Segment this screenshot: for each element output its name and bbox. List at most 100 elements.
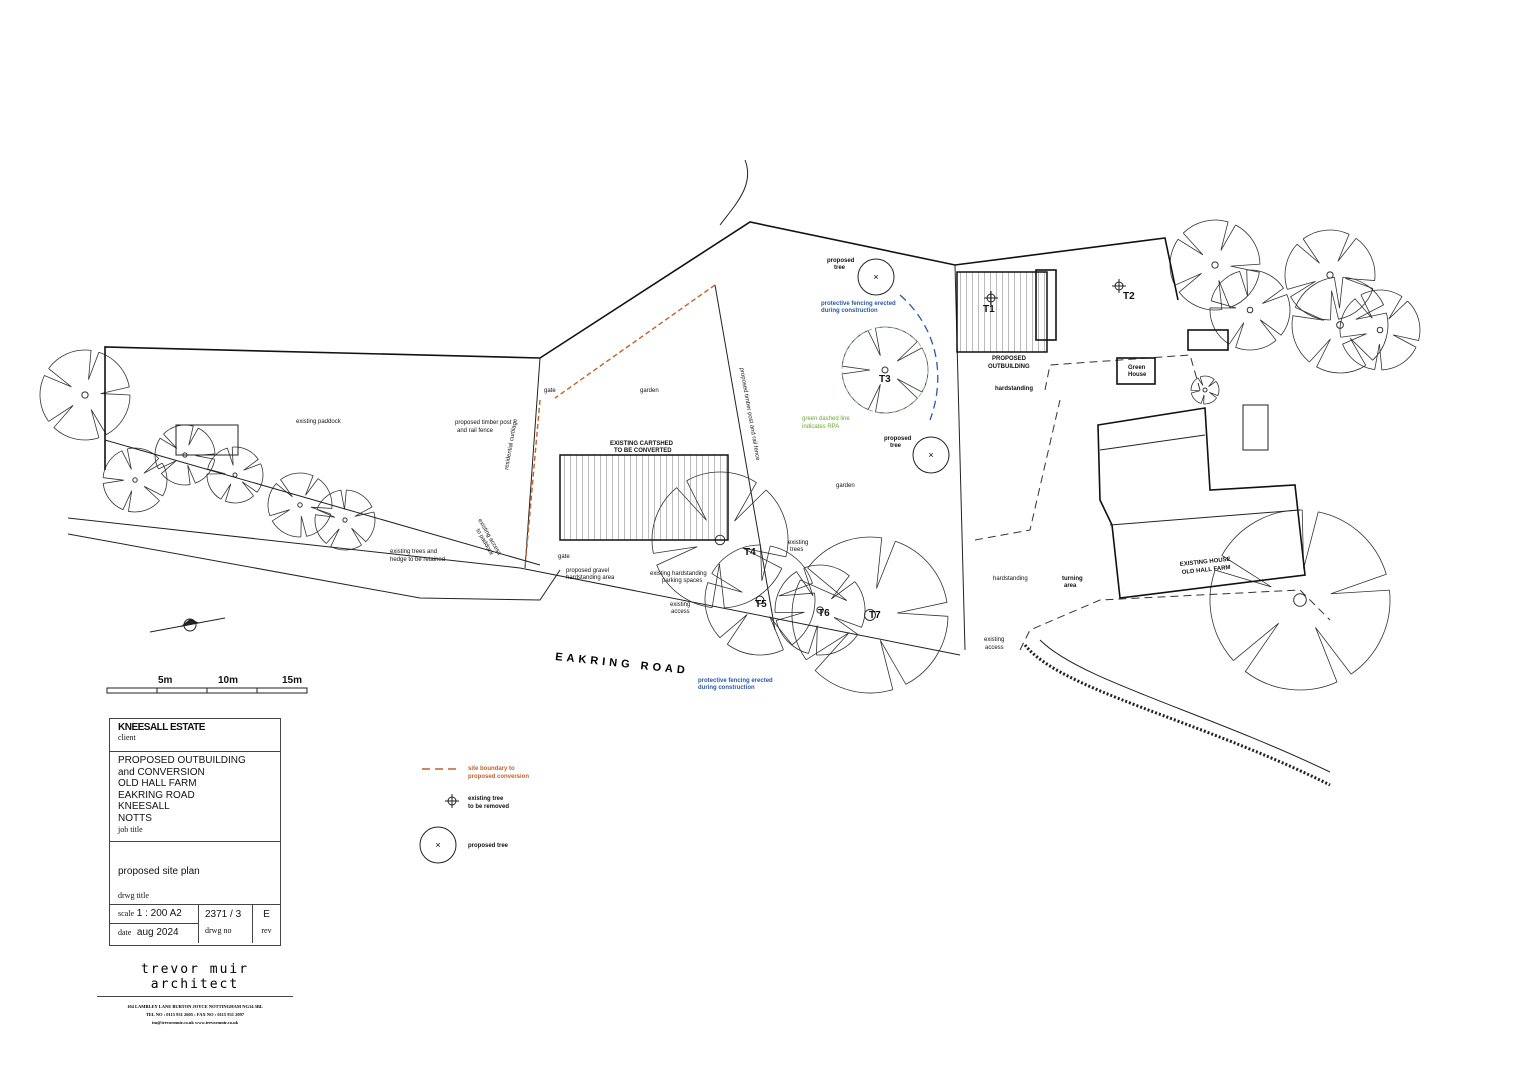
label: and rail fence bbox=[457, 428, 494, 434]
tree-canopy bbox=[841, 326, 929, 414]
tree-canopy bbox=[791, 536, 949, 694]
scale-label: 5m bbox=[158, 675, 173, 686]
label: proposed bbox=[827, 258, 855, 264]
firm-web: tm@trevormuir.co.uk www.trevormuir.co.uk bbox=[151, 1020, 239, 1025]
green-house bbox=[1116, 357, 1156, 385]
road-name: EAKRING ROAD bbox=[555, 651, 690, 677]
label: PROPOSED bbox=[992, 356, 1027, 362]
label: garden bbox=[836, 483, 855, 489]
existing-house bbox=[1097, 407, 1306, 599]
label: area bbox=[1064, 583, 1077, 589]
scale-value: 1 : 200 A2 bbox=[136, 908, 182, 919]
label: Green bbox=[1128, 365, 1146, 371]
drawing-title: proposed site plan bbox=[118, 866, 200, 877]
label: proposed timber post and rail fence bbox=[738, 367, 760, 461]
architect-info: trevor muir architect 104 LAMBLEY LANE B… bbox=[97, 962, 293, 1027]
garden-feature bbox=[1242, 404, 1269, 451]
proposed-tree: × bbox=[857, 258, 895, 296]
paddock-shelter bbox=[175, 424, 239, 456]
tree-canopy bbox=[1339, 289, 1421, 371]
scale-label: 15m bbox=[282, 675, 302, 686]
tree-tag: T3 bbox=[879, 374, 891, 385]
tree-canopy bbox=[1190, 375, 1220, 405]
crosshair-icon bbox=[445, 794, 459, 808]
client-name: KNEESALL ESTATE bbox=[118, 722, 205, 733]
scale-bar: 5m 10m 15m bbox=[106, 675, 308, 694]
svg-text:×: × bbox=[928, 450, 933, 460]
label: access bbox=[985, 645, 1004, 651]
site-boundary-conversion bbox=[524, 399, 541, 569]
revision-label: rev bbox=[261, 926, 272, 935]
proposed-tree: × bbox=[912, 436, 950, 474]
tree-canopy bbox=[1209, 269, 1291, 351]
boundary-line bbox=[719, 159, 749, 226]
label: proposed bbox=[884, 436, 912, 442]
legend: site boundary to proposed conversion exi… bbox=[419, 766, 529, 864]
tree-canopy bbox=[314, 489, 376, 551]
outbuilding-wing bbox=[1035, 269, 1057, 341]
job-line: KNEESALL bbox=[118, 801, 170, 812]
road-edge bbox=[67, 517, 961, 656]
revision: E bbox=[263, 909, 270, 920]
svg-text:×: × bbox=[873, 272, 878, 282]
label: access bbox=[671, 609, 690, 615]
label: hardstanding bbox=[993, 576, 1028, 582]
label: protective fencing erected bbox=[698, 678, 773, 684]
annotations: existing paddock proposed timber post an… bbox=[296, 258, 1231, 691]
boundary-line bbox=[524, 357, 541, 569]
drawing-number-label: drwg no bbox=[205, 926, 232, 935]
label: EXISTING HOUSE bbox=[1180, 557, 1231, 568]
firm-address: 104 LAMBLEY LANE BURTON JOYCE NOTTINGHAM… bbox=[127, 1004, 263, 1009]
label: garden bbox=[640, 388, 659, 394]
label: hedge to be retained bbox=[390, 557, 445, 563]
job-line: PROPOSED OUTBUILDING bbox=[118, 755, 246, 766]
tree-removed-icon bbox=[1112, 279, 1126, 293]
label: OLD HALL FARM bbox=[1182, 565, 1231, 576]
label: existing bbox=[788, 540, 808, 546]
road-edge bbox=[67, 533, 561, 601]
proposed-outbuilding bbox=[956, 271, 1048, 353]
date-value: aug 2024 bbox=[136, 927, 179, 938]
site-boundary-conversion bbox=[554, 284, 716, 399]
label: EXISTING CARTSHED bbox=[610, 441, 674, 447]
hedge-line bbox=[104, 439, 541, 566]
tree-canopies bbox=[39, 219, 1421, 694]
shed bbox=[1187, 329, 1229, 351]
hedge-row bbox=[1023, 644, 1331, 787]
legend-text: site boundary to bbox=[468, 766, 515, 772]
site-boundary bbox=[104, 221, 1179, 470]
tree-canopy bbox=[267, 472, 333, 538]
job-line: OLD HALL FARM bbox=[118, 778, 197, 789]
proposed-tree-icon: × bbox=[419, 826, 457, 864]
job-line: NOTTS bbox=[118, 812, 152, 824]
tree-canopy bbox=[704, 544, 816, 656]
label: existing bbox=[984, 637, 1004, 643]
label: turning bbox=[1062, 576, 1083, 582]
hardstanding-edge bbox=[974, 399, 1061, 541]
tree-tags: T1 T2 T3 T4 T5 T6 T7 bbox=[744, 291, 1135, 621]
label: during construction bbox=[698, 685, 755, 691]
legend-text: proposed tree bbox=[468, 843, 509, 849]
label: OUTBUILDING bbox=[988, 364, 1030, 370]
svg-text:×: × bbox=[435, 840, 440, 850]
tree-canopy bbox=[102, 447, 168, 513]
drive-edge bbox=[1039, 639, 1331, 773]
roof-line bbox=[1099, 434, 1206, 451]
label: House bbox=[1128, 372, 1147, 378]
label: hardstanding bbox=[995, 386, 1033, 392]
client-label: client bbox=[118, 733, 136, 742]
rpa-circle bbox=[841, 326, 929, 414]
label: existing trees and bbox=[390, 549, 437, 555]
legend-text: existing tree bbox=[468, 796, 504, 802]
tree-canopy bbox=[1169, 219, 1261, 311]
label: existing paddock bbox=[296, 419, 342, 425]
label: protective fencing erected bbox=[821, 301, 896, 307]
tree-tag: T1 bbox=[983, 304, 995, 315]
label: proposed gravel bbox=[566, 568, 609, 574]
roof-line bbox=[1109, 509, 1301, 526]
label: trees bbox=[790, 547, 803, 553]
hardstanding-edge bbox=[1044, 354, 1201, 391]
proposed-fence bbox=[714, 284, 776, 631]
cartshed-building bbox=[559, 454, 729, 541]
